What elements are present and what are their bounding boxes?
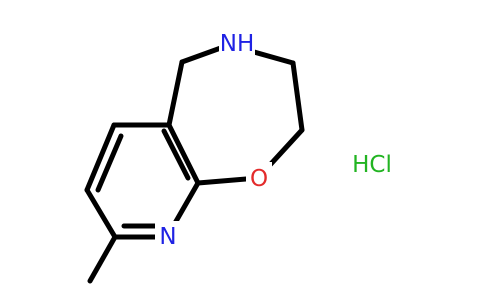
bond-c9a-c5a [166,122,201,186]
bonds [84,42,305,284]
bond-c8-methyl [87,234,118,284]
bond-c5a-c5 [166,59,185,128]
oxygen-label-bg [246,162,272,192]
pyridine-nitrogen-label: N [159,224,176,250]
hcl-salt-label: HCl [352,152,392,178]
bond-c6-c7 [84,122,117,193]
bond-c6-c7-inner [95,133,124,193]
atom-labels: NH O N [155,28,272,251]
bond-c3-c2 [290,60,305,133]
bond-c9a-c5a-inner [161,128,191,181]
pyridine-n-label-bg [155,221,181,251]
amine-nitrogen-label: NH [220,31,255,57]
bond-c7-c8 [84,187,118,240]
amine-label-bg [219,28,255,58]
ether-oxygen-label: O [250,166,268,192]
